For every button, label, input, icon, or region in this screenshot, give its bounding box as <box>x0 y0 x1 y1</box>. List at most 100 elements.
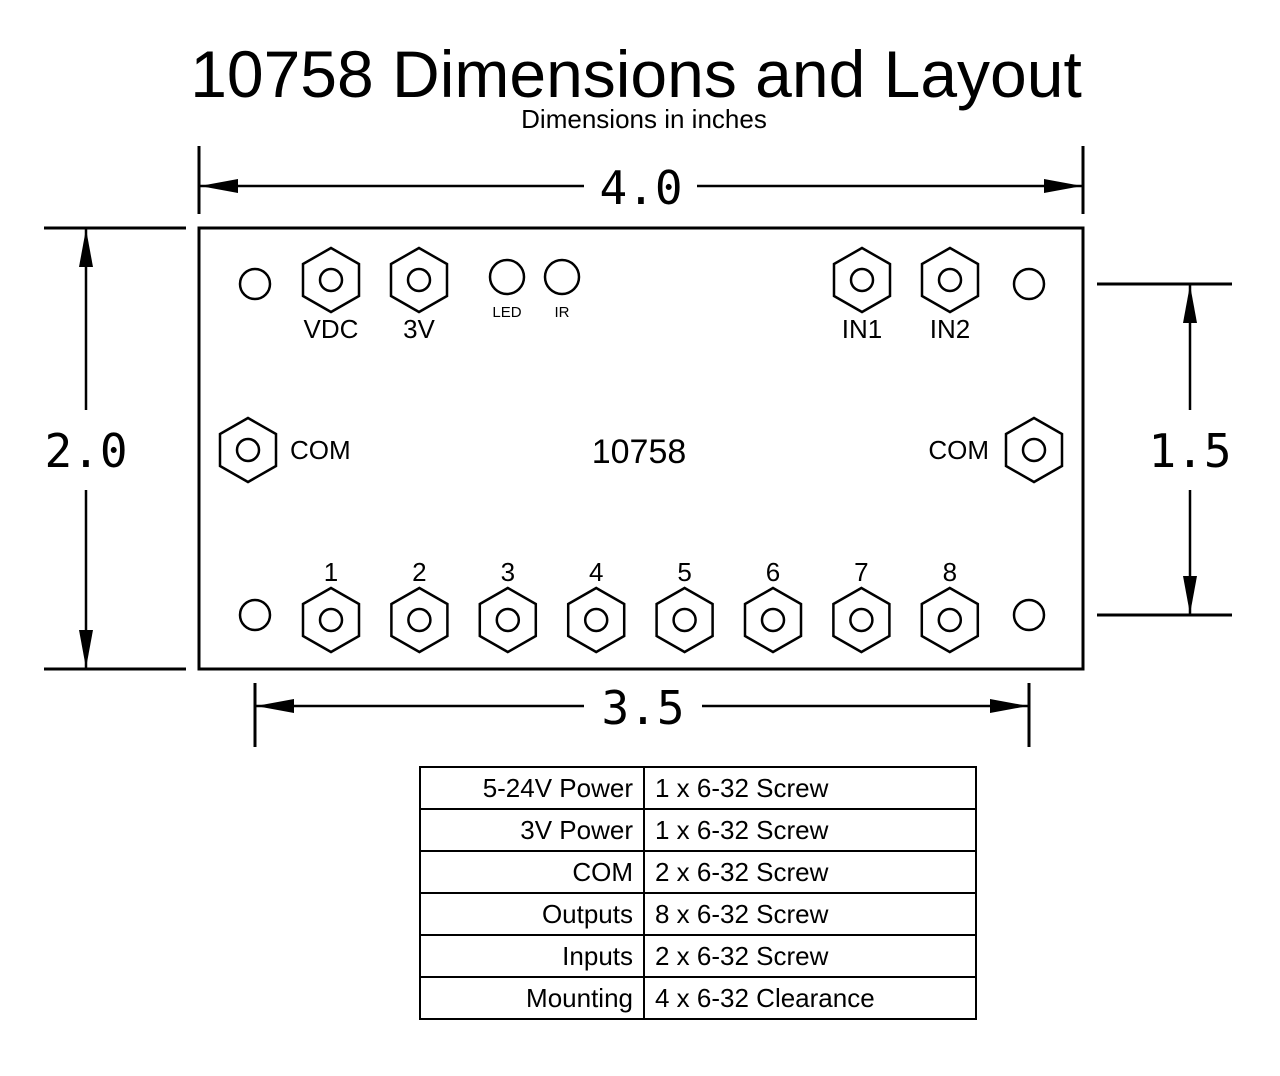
screw-hole-icon <box>849 267 875 293</box>
dimension-value-overall-width: 4.0 <box>599 161 682 215</box>
dimension-overall-width: 4.0 <box>197 146 1085 215</box>
terminal-3v: 3V <box>389 246 449 344</box>
hex-screw-icon <box>655 586 714 654</box>
board-id-label: 10758 <box>592 433 687 471</box>
output-number-label: 3 <box>501 557 515 587</box>
terminal-in2: IN2 <box>920 246 980 344</box>
mounting-holes <box>238 267 1046 632</box>
screw-hole-icon <box>1021 437 1047 463</box>
mounting-hole-icon <box>238 267 272 301</box>
ir-indicator-icon <box>543 258 581 296</box>
dimension-hole-span-width: 3.5 <box>253 681 1031 747</box>
page-subtitle: Dimensions in inches <box>521 104 767 134</box>
function-cell: Outputs <box>419 892 645 936</box>
mounting-hole-icon <box>1012 598 1046 632</box>
terminal-output-7: 7 <box>832 557 891 654</box>
hex-screw-icon <box>389 246 449 314</box>
terminal-label: IN1 <box>842 314 882 344</box>
hex-screw-icon <box>832 246 892 314</box>
dimension-value-hole-span-width: 3.5 <box>601 681 684 735</box>
dimension-value-overall-height: 2.0 <box>44 424 127 478</box>
terminal-output-8: 8 <box>920 557 980 654</box>
arrowhead-down-icon <box>1183 576 1197 614</box>
output-number-label: 7 <box>854 557 868 587</box>
function-cell: 5-24V Power <box>419 766 645 810</box>
dimension-hole-span-height: 1.5 <box>1097 282 1232 617</box>
hex-screw-icon <box>920 586 980 654</box>
terminal-output-5: 5 <box>655 557 714 654</box>
terminal-output-3: 3 <box>478 557 538 654</box>
hardware-cell: 4 x 6-32 Clearance <box>643 976 977 1020</box>
hex-screw-icon <box>743 586 803 654</box>
hex-screw-icon <box>218 416 278 484</box>
hardware-cell: 8 x 6-32 Screw <box>643 892 977 936</box>
screw-hole-icon <box>495 607 521 633</box>
hardware-cell: 1 x 6-32 Screw <box>643 766 977 810</box>
terminal-vdc: VDC <box>301 246 361 344</box>
dimension-overall-height: 2.0 <box>44 226 186 671</box>
function-cell: 3V Power <box>419 808 645 852</box>
screw-hole-icon <box>407 607 432 633</box>
terminal-label: VDC <box>304 314 359 344</box>
hex-screw-icon <box>832 586 891 654</box>
arrowhead-down-icon <box>79 630 93 668</box>
hex-screw-icon <box>390 586 449 654</box>
output-number-label: 5 <box>677 557 691 587</box>
indicators: LED IR <box>488 258 581 321</box>
output-number-label: 2 <box>412 557 426 587</box>
terminal-label: COM <box>290 435 351 465</box>
terminal-output-4: 4 <box>566 557 626 654</box>
terminal-com-left: COM <box>218 416 351 484</box>
indicator-label-led: LED <box>492 304 521 321</box>
com-terminals: COM COM <box>218 416 1064 484</box>
arrowhead-left-icon <box>200 179 238 193</box>
screw-hole-icon <box>672 607 697 633</box>
dimension-value-hole-span-height: 1.5 <box>1148 424 1231 478</box>
screw-hole-icon <box>849 607 874 633</box>
terminal-com-right: COM <box>928 416 1064 484</box>
mounting-hole-icon <box>1012 267 1046 301</box>
terminal-output-6: 6 <box>743 557 803 654</box>
arrowhead-up-icon <box>79 229 93 267</box>
terminal-label: COM <box>928 435 989 465</box>
hex-screw-icon <box>478 586 538 654</box>
hex-screw-icon <box>566 586 626 654</box>
screw-hole-icon <box>760 607 786 633</box>
arrowhead-right-icon <box>1044 179 1082 193</box>
hex-screw-icon <box>1004 416 1064 484</box>
function-cell: COM <box>419 850 645 894</box>
screw-hole-icon <box>318 267 344 293</box>
hardware-cell: 2 x 6-32 Screw <box>643 850 977 894</box>
arrowhead-left-icon <box>256 699 294 713</box>
terminal-label: IN2 <box>930 314 970 344</box>
hex-screw-icon <box>920 246 980 314</box>
output-number-label: 6 <box>766 557 780 587</box>
terminal-output-2: 2 <box>390 557 449 654</box>
function-cell: Inputs <box>419 934 645 978</box>
mounting-hole-icon <box>238 598 272 632</box>
screw-hole-icon <box>318 607 344 633</box>
indicator-label-ir: IR <box>555 304 570 321</box>
output-number-label: 8 <box>943 557 957 587</box>
led-indicator-icon <box>488 258 526 296</box>
hex-screw-icon <box>301 246 361 314</box>
page-title: 10758 Dimensions and Layout <box>190 37 1082 111</box>
hardware-cell: 1 x 6-32 Screw <box>643 808 977 852</box>
screw-hole-icon <box>235 437 261 463</box>
arrowhead-up-icon <box>1183 285 1197 323</box>
terminal-label: 3V <box>403 314 435 344</box>
screw-hole-icon <box>937 607 963 633</box>
screw-hole-icon <box>937 267 963 293</box>
screw-hole-icon <box>583 607 609 633</box>
hex-screw-icon <box>301 586 361 654</box>
terminal-in1: IN1 <box>832 246 892 344</box>
arrowhead-right-icon <box>990 699 1028 713</box>
